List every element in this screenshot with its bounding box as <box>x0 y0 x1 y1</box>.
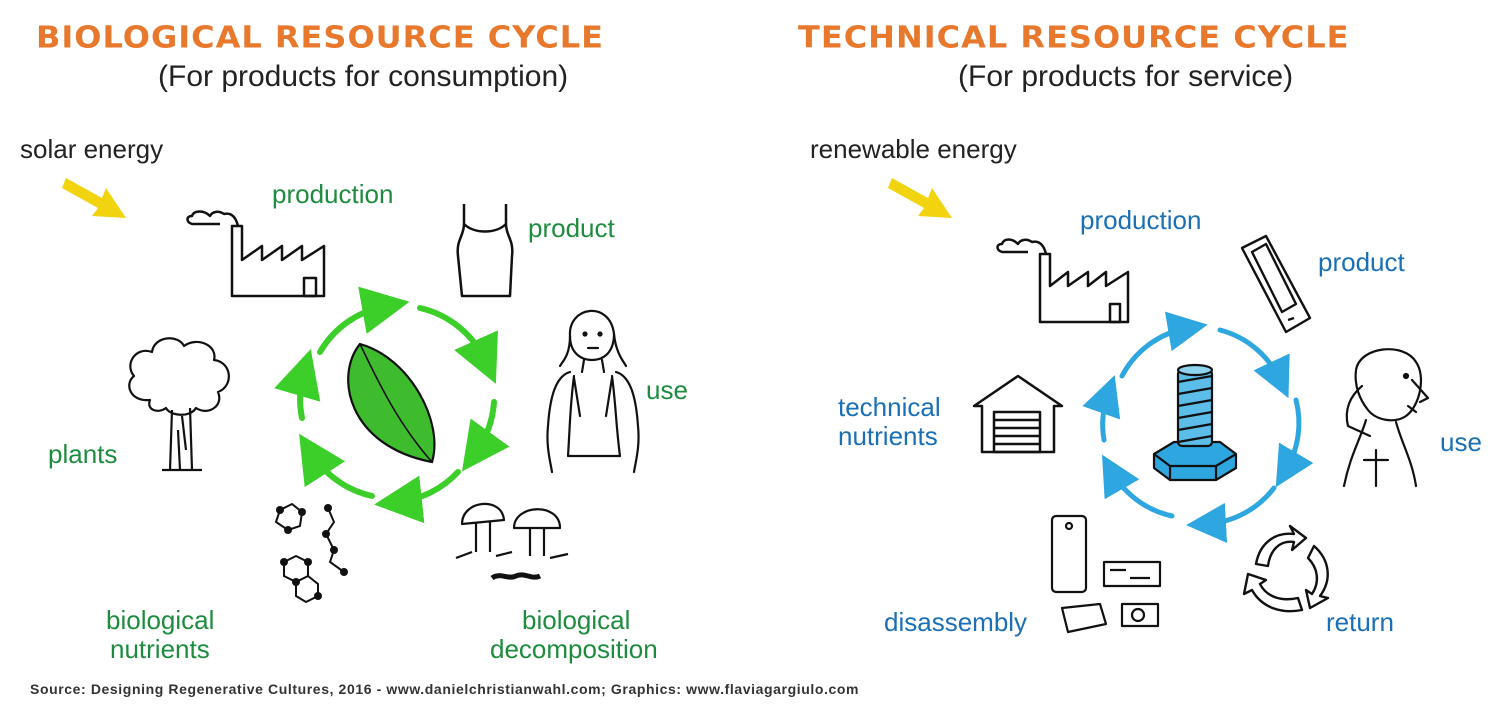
tree-icon <box>128 337 230 472</box>
tech-energy-label: renewable energy <box>810 134 1017 164</box>
tech-label-use: use <box>1440 427 1482 457</box>
leaf-icon <box>347 342 436 464</box>
mushroom-icon <box>455 502 569 581</box>
tank-top-icon <box>456 204 514 298</box>
tech-title: TECHNICAL RESOURCE CYCLE <box>798 18 1350 56</box>
bio-arrow-5 <box>299 433 375 499</box>
bolt-icon <box>1152 363 1238 482</box>
tech-arrow-3 <box>1275 397 1314 488</box>
bio-label-decomp-2: decomposition <box>490 634 658 664</box>
bio-label-plants: plants <box>48 439 118 469</box>
bio-label-use: use <box>646 375 688 405</box>
tech-label-technical-1: technical <box>838 392 941 422</box>
bio-cycle-arrows <box>274 286 510 524</box>
phone-parts-icon <box>1050 514 1162 634</box>
woman-icon <box>546 309 640 474</box>
bio-label-nutrients-1: biological <box>106 605 215 635</box>
tech-label-production: production <box>1080 205 1202 235</box>
bio-label-decomp-1: biological <box>522 605 631 635</box>
tech-arrow-6 <box>1082 375 1121 443</box>
sun-arrow-icon <box>62 178 126 218</box>
recycle-icon <box>1242 524 1330 613</box>
bio-arrow-3 <box>461 399 510 472</box>
bio-energy-label: solar energy <box>20 134 164 164</box>
source-caption: Source: Designing Regenerative Cultures,… <box>30 681 860 697</box>
tech-subtitle: (For products for service) <box>958 60 1294 93</box>
bio-subtitle: (For products for consumption) <box>158 60 569 93</box>
bio-label-production: production <box>272 179 394 209</box>
tech-arrow-1 <box>1119 311 1208 379</box>
garage-icon <box>972 374 1064 454</box>
sun-arrow-icon <box>888 178 952 218</box>
molecule-icon <box>274 502 348 604</box>
tech-label-technical-2: nutrients <box>838 421 938 451</box>
bio-arrow-1 <box>317 286 410 355</box>
factory-icon <box>186 210 326 298</box>
bio-label-nutrients-2: nutrients <box>110 634 210 664</box>
tech-label-product: product <box>1318 247 1405 277</box>
tech-label-disassembly: disassembly <box>884 607 1028 637</box>
tech-cycle-arrows <box>1082 311 1314 543</box>
tech-arrow-4 <box>1186 485 1277 543</box>
bio-arrow-6 <box>274 348 321 421</box>
tech-arrow-2 <box>1217 327 1290 399</box>
bio-title: BIOLOGICAL RESOURCE CYCLE <box>36 18 605 56</box>
tech-label-return: return <box>1326 607 1394 637</box>
bio-arrow-2 <box>417 305 498 384</box>
bio-label-product: product <box>528 213 615 243</box>
factory-icon <box>996 238 1130 324</box>
phone-icon <box>1240 234 1312 334</box>
tech-arrow-5 <box>1102 454 1175 519</box>
man-on-phone-icon <box>1342 348 1430 488</box>
bio-arrow-4 <box>374 469 461 524</box>
